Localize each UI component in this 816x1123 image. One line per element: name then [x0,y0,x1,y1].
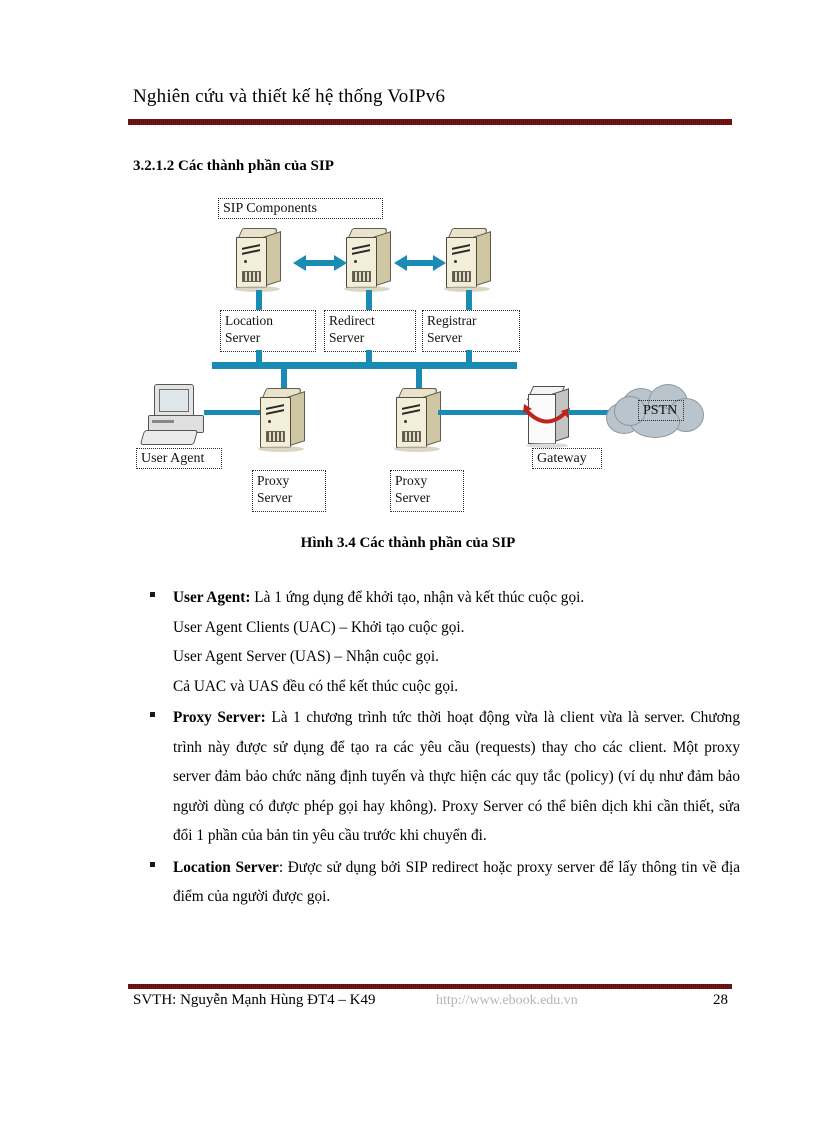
text-location-server: : Được sử dụng bởi SIP redirect hoặc pro… [173,858,740,906]
wire-redirect-down [366,290,372,312]
subline-uac-uas: Cả UAC và UAS đều có thể kết thúc cuộc g… [173,677,459,695]
label-gateway: Gateway [532,448,602,469]
paragraph-user-agent: User Agent: Là 1 ứng dụng để khởi tạo, n… [173,583,740,613]
arrow-location-redirect-icon [293,255,347,271]
label-registrar-server: Registrar Server [422,310,520,352]
figure-sip-components: SIP Components [128,190,728,520]
workstation-icon-user-agent [139,384,222,448]
pstn-cloud-icon [600,382,708,440]
server-icon-registrar [442,228,498,292]
label-user-agent: User Agent [136,448,222,469]
server-icon-proxy-right [392,388,448,452]
subline-uac: User Agent Clients (UAC) – Khởi tạo cuộc… [173,618,465,636]
term-user-agent: User Agent: [173,589,251,606]
footer-author: SVTH: Nguyễn Mạnh Hùng ĐT4 – K49 [133,992,376,1008]
paragraph-location-server: Location Server: Được sử dụng bởi SIP re… [173,853,740,912]
subline-uas: User Agent Server (UAS) – Nhận cuộc gọi. [173,648,439,665]
gateway-red-arrows-icon [523,404,570,424]
list-item-user-agent: User Agent: Là 1 ứng dụng để khởi tạo, n… [133,583,740,701]
footer-rule [128,984,732,989]
footer-url: http://www.ebook.edu.vn [436,993,578,1008]
paragraph-proxy-server: Proxy Server: Là 1 chương trình tức thời… [173,703,740,851]
list-item-proxy-server: Proxy Server: Là 1 chương trình tức thời… [133,703,740,851]
section-heading: 3.2.1.2 Các thành phần của SIP [133,158,334,174]
header-rule [128,119,732,125]
label-location-server: Location Server [220,310,316,352]
figure-title-box: SIP Components [218,198,383,219]
figure-caption: Hình 3.4 Các thành phần của SIP [300,535,516,551]
list-item-location-server: Location Server: Được sử dụng bởi SIP re… [133,853,740,912]
wire-location-to-bus [256,350,262,364]
wire-registrar-down-2 [466,290,472,312]
label-redirect-server: Redirect Server [324,310,416,352]
label-proxy-server-left: Proxy Server [252,470,326,512]
arrow-redirect-registrar-icon [394,255,446,271]
server-icon-proxy-left [256,388,312,452]
wire-location-down [256,290,262,312]
bullet-icon [150,592,155,597]
bullet-icon [150,712,155,717]
body-content: User Agent: Là 1 ứng dụng để khởi tạo, n… [133,583,740,914]
label-pstn: PSTN [638,400,684,421]
wire-redirect-to-bus [366,350,372,364]
wire-bus-to-proxy-left [281,368,287,398]
wire-proxy-to-gateway [438,410,538,415]
text-proxy-server: Là 1 chương trình tức thời hoạt động vừa… [173,709,740,844]
bullet-icon [150,861,155,867]
page-footer: SVTH: Nguyễn Mạnh Hùng ĐT4 – K49 http://… [128,992,732,1014]
text-user-agent: Là 1 ứng dụng để khởi tạo, nhận và kết t… [250,589,585,606]
server-icon-location [232,228,288,292]
server-icon-redirect [342,228,398,292]
footer-page-number: 28 [713,992,728,1008]
wire-bus-to-proxy-right [416,368,422,398]
wire-gateway-to-pstn [568,410,612,415]
term-location-server: Location Server [173,858,279,876]
label-proxy-server-right: Proxy Server [390,470,464,512]
term-proxy-server: Proxy Server: [173,709,266,726]
wire-registrar-to-bus [466,350,472,364]
page-header-title: Nghiên cứu và thiết kế hệ thống VoIPv6 [133,86,446,107]
wire-user-agent-to-proxy [204,410,270,415]
bus-line [212,362,517,369]
